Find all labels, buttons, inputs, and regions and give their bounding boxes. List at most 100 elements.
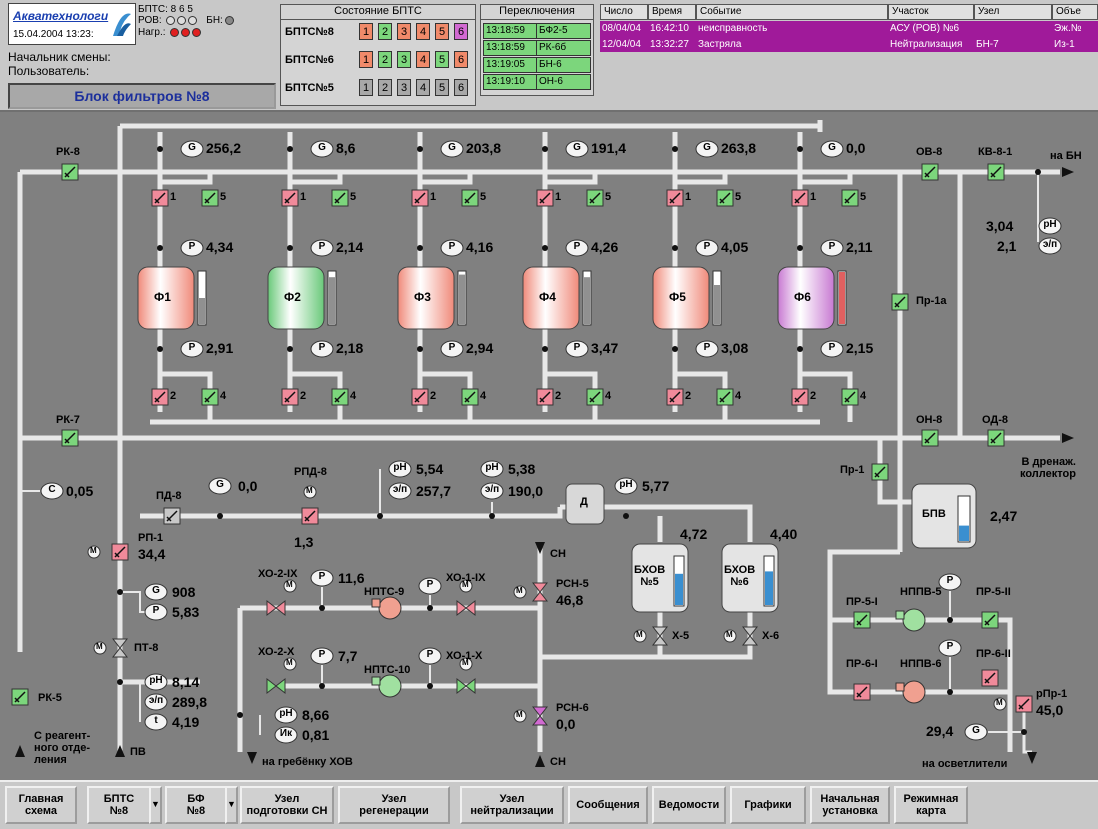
nav-button[interactable]: Режимная карта — [894, 786, 968, 824]
valve-outlet-2[interactable] — [411, 388, 429, 406]
valve-inlet-1[interactable] — [791, 189, 809, 207]
valve-inlet-5[interactable] — [586, 189, 604, 207]
valve-rsn6[interactable] — [531, 706, 549, 726]
filter-tank[interactable] — [397, 266, 455, 330]
valve-rpr1[interactable] — [1015, 695, 1033, 713]
valve-pr6ii[interactable] — [981, 669, 999, 687]
bpts-cell[interactable]: 2 — [378, 51, 392, 68]
valve-rsn5[interactable] — [531, 582, 549, 602]
valve-pd8[interactable] — [163, 507, 181, 525]
valve-rpd8[interactable] — [301, 507, 319, 525]
bpts-cell[interactable]: 1 — [359, 51, 373, 68]
events-column-header[interactable]: Участок — [888, 4, 974, 20]
bpts-cell[interactable]: 5 — [435, 23, 449, 40]
valve-outlet-4[interactable] — [841, 388, 859, 406]
valve-outlet-4[interactable] — [716, 388, 734, 406]
events-column-header[interactable]: Узел — [974, 4, 1052, 20]
bpts-cell[interactable]: 6 — [454, 79, 468, 96]
valve-x5[interactable] — [651, 626, 669, 646]
nav-button[interactable]: Узел подготовки СН — [240, 786, 334, 824]
nav-button[interactable]: БПТС №8 — [87, 786, 151, 824]
dropdown-arrow-icon[interactable]: ▼ — [225, 786, 238, 824]
dropdown-arrow-icon[interactable]: ▼ — [149, 786, 162, 824]
bpts-cell[interactable]: 3 — [397, 51, 411, 68]
valve-inlet-1[interactable] — [411, 189, 429, 207]
valve-ho1x[interactable] — [456, 677, 476, 695]
motor-icon[interactable] — [513, 585, 527, 599]
valve-outlet-2[interactable] — [536, 388, 554, 406]
nav-button[interactable]: Главная схема — [5, 786, 77, 824]
degasser-tank[interactable] — [565, 483, 605, 525]
bpts-cell[interactable]: 2 — [378, 23, 392, 40]
bpts-cell[interactable]: 4 — [416, 23, 430, 40]
valve-on8[interactable] — [921, 429, 939, 447]
bpts-cell[interactable]: 6 — [454, 23, 468, 40]
bpts-cell[interactable]: 3 — [397, 23, 411, 40]
bpts-cell[interactable]: 2 — [378, 79, 392, 96]
valve-inlet-5[interactable] — [331, 189, 349, 207]
filter-tank[interactable] — [777, 266, 835, 330]
valve-outlet-2[interactable] — [791, 388, 809, 406]
motor-icon[interactable] — [993, 697, 1007, 711]
valve-inlet-1[interactable] — [281, 189, 299, 207]
motor-icon[interactable] — [93, 641, 107, 655]
valve-inlet-5[interactable] — [716, 189, 734, 207]
valve-ho1ix[interactable] — [456, 599, 476, 617]
valve-rk5[interactable] — [11, 688, 29, 706]
nav-button[interactable]: БФ №8 — [165, 786, 227, 824]
valve-pr1[interactable] — [871, 463, 889, 481]
valve-inlet-1[interactable] — [666, 189, 684, 207]
valve-inlet-1[interactable] — [536, 189, 554, 207]
nav-button[interactable]: Сообщения — [568, 786, 648, 824]
valve-kv81[interactable] — [987, 163, 1005, 181]
events-column-header[interactable]: Время — [648, 4, 696, 20]
valve-inlet-5[interactable] — [201, 189, 219, 207]
valve-pr5i[interactable] — [853, 611, 871, 629]
motor-icon[interactable] — [723, 629, 737, 643]
pump-nppv6[interactable] — [902, 680, 926, 704]
valve-rk7[interactable] — [61, 429, 79, 447]
bpts-cell[interactable]: 3 — [397, 79, 411, 96]
valve-x6[interactable] — [741, 626, 759, 646]
valve-inlet-1[interactable] — [151, 189, 169, 207]
valve-pr1a[interactable] — [891, 293, 909, 311]
valve-rk8[interactable] — [61, 163, 79, 181]
valve-od8[interactable] — [987, 429, 1005, 447]
nav-button[interactable]: Ведомости — [652, 786, 726, 824]
motor-icon[interactable] — [87, 545, 101, 559]
valve-outlet-2[interactable] — [281, 388, 299, 406]
motor-icon[interactable] — [303, 485, 317, 499]
bpts-cell[interactable]: 1 — [359, 79, 373, 96]
valve-inlet-5[interactable] — [461, 189, 479, 207]
bpts-cell[interactable]: 1 — [359, 23, 373, 40]
events-column-header[interactable]: Число — [600, 4, 648, 20]
filter-tank[interactable] — [522, 266, 580, 330]
valve-outlet-4[interactable] — [201, 388, 219, 406]
nav-button[interactable]: Узел регенерации — [338, 786, 450, 824]
valve-ov8[interactable] — [921, 163, 939, 181]
motor-icon[interactable] — [633, 629, 647, 643]
pump-nppv5[interactable] — [902, 608, 926, 632]
events-column-header[interactable]: Объе — [1052, 4, 1098, 20]
bpts-cell[interactable]: 4 — [416, 79, 430, 96]
motor-icon[interactable] — [283, 579, 297, 593]
valve-outlet-4[interactable] — [461, 388, 479, 406]
nav-button[interactable]: Узел нейтрализации — [460, 786, 564, 824]
filter-tank[interactable] — [267, 266, 325, 330]
bpts-cell[interactable]: 5 — [435, 79, 449, 96]
nav-button[interactable]: Графики — [730, 786, 806, 824]
valve-inlet-5[interactable] — [841, 189, 859, 207]
valve-pt8[interactable] — [111, 638, 129, 658]
events-column-header[interactable]: Событие — [696, 4, 888, 20]
motor-icon[interactable] — [459, 657, 473, 671]
motor-icon[interactable] — [283, 657, 297, 671]
valve-outlet-2[interactable] — [151, 388, 169, 406]
filter-tank[interactable] — [137, 266, 195, 330]
bpts-cell[interactable]: 5 — [435, 51, 449, 68]
valve-ho2ix[interactable] — [266, 599, 286, 617]
pump-npts9[interactable] — [378, 596, 402, 620]
valve-outlet-2[interactable] — [666, 388, 684, 406]
motor-icon[interactable] — [459, 579, 473, 593]
valve-ho2x[interactable] — [266, 677, 286, 695]
